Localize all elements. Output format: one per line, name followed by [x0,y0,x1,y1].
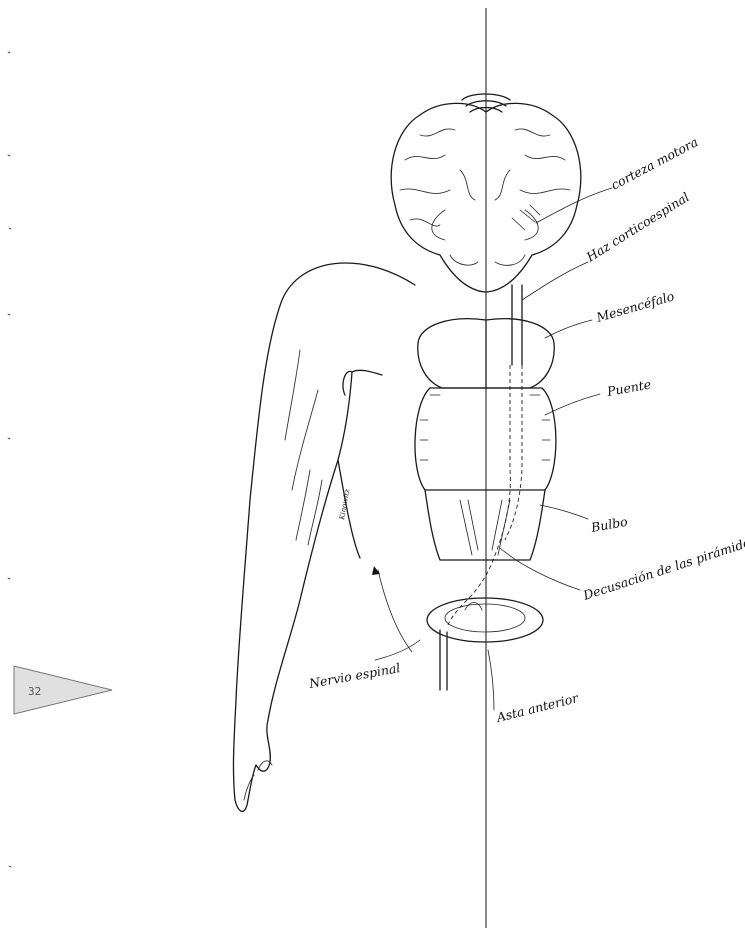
label-corteza-motora: corteza motora [608,134,700,192]
label-nervio-espinal: Nervio espinal [307,660,401,691]
margin-marks [8,52,11,867]
label-mesencefalo: Mesencéfalo [594,288,676,325]
label-decusacion: Decusación de las pirámides [580,533,745,604]
corticospinal-tract [472,285,522,595]
brainstem [415,319,556,560]
page-number: 32 [28,685,41,698]
label-bulbo: Bulbo [589,514,629,535]
spinal-cord-section [427,595,543,690]
page-marker-triangle-icon: 32 [14,666,112,714]
arm [233,263,415,811]
label-puente: Puente [605,376,652,399]
artist-signature: Kinowitz [338,488,351,521]
label-asta-anterior: Asta anterior [494,690,580,725]
label-haz-corticoespinal: Haz corticoespinal [583,189,692,265]
